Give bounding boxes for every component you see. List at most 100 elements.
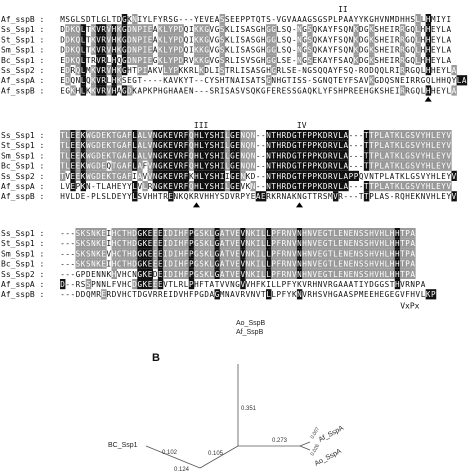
residue-shade xyxy=(415,34,421,45)
residue: K xyxy=(107,141,112,150)
residue: D xyxy=(395,15,400,24)
residue: K xyxy=(179,66,184,75)
residue-shade xyxy=(307,268,313,279)
residue-shade xyxy=(379,248,385,259)
sequence-name: St_Ssp1 : xyxy=(1,35,44,44)
residue: V xyxy=(107,249,112,258)
residue: R xyxy=(328,172,333,181)
residue: Q xyxy=(71,76,76,85)
residue: V xyxy=(163,280,168,289)
residue: N xyxy=(307,249,312,258)
residue: E xyxy=(338,249,343,258)
residue-shade xyxy=(147,238,153,249)
residue: P xyxy=(174,25,179,34)
residue-shade xyxy=(338,258,344,269)
residue-shade xyxy=(142,54,148,65)
residue-shade xyxy=(111,238,117,249)
residue: T xyxy=(328,239,333,248)
residue: G xyxy=(194,249,199,258)
residue: K xyxy=(395,141,400,150)
residue: E xyxy=(313,56,318,65)
residue: S xyxy=(282,56,287,65)
residue: - xyxy=(354,66,359,75)
residue: G xyxy=(369,86,374,95)
residue-shade xyxy=(296,24,303,35)
residue-shade xyxy=(219,268,226,279)
residue-shade xyxy=(157,228,164,239)
residue-shade xyxy=(178,44,184,55)
residue-shade xyxy=(369,54,375,65)
residue-shade xyxy=(379,140,385,151)
residue-shade xyxy=(178,24,184,35)
residue-shade xyxy=(137,248,143,259)
residue: H xyxy=(421,35,426,44)
residue: L xyxy=(199,182,204,191)
residue: P xyxy=(271,270,276,279)
residue: K xyxy=(292,290,297,299)
residue: N xyxy=(297,56,302,65)
residue: Q xyxy=(184,35,189,44)
residue: E xyxy=(359,86,364,95)
residue: D xyxy=(132,229,137,238)
residue: L xyxy=(441,35,446,44)
residue: N xyxy=(349,25,354,34)
residue: I xyxy=(266,280,271,289)
residue: V xyxy=(96,56,101,65)
residue: L xyxy=(81,86,86,95)
residue: S xyxy=(318,290,323,299)
residue: I xyxy=(235,56,240,65)
residue: D xyxy=(76,290,81,299)
residue-shade xyxy=(379,228,385,239)
residue-shade xyxy=(281,170,287,181)
residue: I xyxy=(132,172,137,181)
residue: V xyxy=(117,270,122,279)
residue: T xyxy=(189,76,194,85)
residue-shade xyxy=(96,258,102,269)
residue-shade xyxy=(369,238,375,249)
residue: V xyxy=(333,192,338,201)
residue: G xyxy=(215,35,220,44)
residue: D xyxy=(127,25,132,34)
residue: N xyxy=(266,182,271,191)
residue-shade xyxy=(332,181,339,192)
residue-shade xyxy=(157,44,164,55)
residue-shade xyxy=(435,181,442,192)
residue-shade xyxy=(142,228,148,239)
residue-shade xyxy=(116,150,123,161)
residue-shade xyxy=(229,258,236,269)
residue-shade xyxy=(132,44,138,55)
residue: E xyxy=(431,25,436,34)
residue: G xyxy=(318,15,323,24)
residue: Q xyxy=(426,76,431,85)
residue: T xyxy=(400,249,405,258)
residue-shade xyxy=(410,228,416,239)
residue: E xyxy=(354,86,359,95)
residue: T xyxy=(328,260,333,269)
residue: H xyxy=(204,192,209,201)
residue: S xyxy=(266,15,271,24)
residue: S xyxy=(359,260,364,269)
residue: D xyxy=(132,249,137,258)
residue: S xyxy=(374,25,379,34)
residue: L xyxy=(107,280,112,289)
residue: V xyxy=(210,35,215,44)
residue: I xyxy=(220,131,225,140)
residue-shade xyxy=(163,170,169,181)
residue-shade xyxy=(343,258,349,269)
residue-shade xyxy=(338,150,344,161)
residue-shade xyxy=(219,160,226,171)
residue: M xyxy=(328,192,333,201)
residue: A xyxy=(230,290,235,299)
residue: I xyxy=(107,260,112,269)
residue-shade xyxy=(260,191,267,202)
residue: P xyxy=(189,249,194,258)
residue: H xyxy=(215,151,220,160)
residue: V xyxy=(210,46,215,55)
residue-shade xyxy=(85,258,92,269)
residue-shade xyxy=(75,54,81,65)
residue: K xyxy=(158,35,163,44)
residue: A xyxy=(343,56,348,65)
residue: N xyxy=(287,270,292,279)
residue: I xyxy=(189,35,194,44)
residue: - xyxy=(204,86,209,95)
